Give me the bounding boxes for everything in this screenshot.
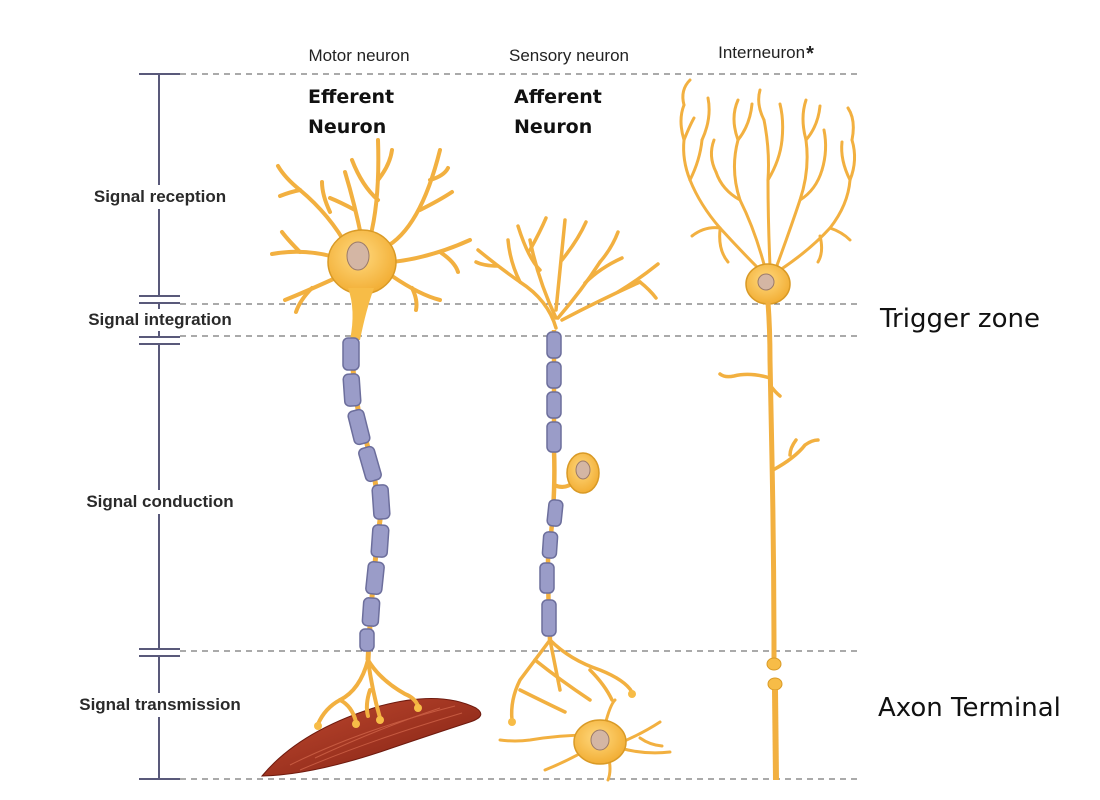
motor-muscle-fiber: [260, 697, 482, 777]
interneuron-collaterals: [718, 372, 820, 472]
motor-neuron-title: Motor neuron: [308, 46, 410, 65]
interneuron-node-lower: [767, 677, 783, 691]
interneuron-title: Interneuron*: [718, 43, 814, 66]
motor-myelin-sheath: [342, 337, 391, 652]
stage-label-integration: Signal integration: [86, 309, 234, 331]
interneuron-axon-terminal: [772, 689, 779, 781]
stage-label-conduction: Signal conduction: [84, 490, 236, 514]
axon-terminal-label: Axon Terminal: [878, 693, 1061, 723]
interneuron-dendritic-tree: [679, 78, 857, 272]
sensory-neuron: [474, 216, 672, 782]
sensory-axon-terminals: [509, 638, 634, 722]
stage-guide-lines: [180, 73, 862, 780]
sensory-terminal-boutons: [508, 690, 636, 726]
efferent-neuron-label: Efferent Neuron: [308, 82, 394, 142]
motor-nucleus: [346, 241, 370, 271]
stage-label-reception: Signal reception: [91, 185, 229, 209]
interneuron-nucleus: [757, 273, 775, 291]
sensory-nucleus: [575, 460, 591, 480]
sensory-myelin-sheath: [539, 331, 564, 637]
sensory-neuron-title: Sensory neuron: [508, 46, 630, 65]
afferent-label-line2: Neuron: [514, 116, 593, 138]
motor-terminal-boutons: [314, 704, 422, 730]
interneuron-asterisk: *: [806, 43, 814, 65]
postsynaptic-nucleus: [590, 729, 610, 751]
interneuron-axon: [765, 301, 777, 661]
sensory-dendrites: [474, 216, 660, 330]
motor-muscle-striations: [289, 705, 463, 771]
afferent-neuron-label: Afferent Neuron: [514, 82, 602, 142]
trigger-zone-label: Trigger zone: [880, 304, 1040, 334]
postsynaptic-neuron: [498, 698, 672, 782]
motor-axon-hillock: [348, 288, 374, 340]
interneuron: [679, 78, 857, 781]
interneuron-node: [766, 657, 782, 671]
stage-bracket: [139, 73, 180, 780]
afferent-label-line1: Afferent: [514, 86, 602, 108]
efferent-label-line2: Neuron: [308, 116, 387, 138]
efferent-label-line1: Efferent: [308, 86, 395, 108]
motor-axon-terminals: [316, 658, 420, 726]
interneuron-title-text: Interneuron: [718, 43, 806, 62]
stage-label-transmission: Signal transmission: [77, 693, 243, 717]
motor-neuron: [260, 138, 482, 777]
